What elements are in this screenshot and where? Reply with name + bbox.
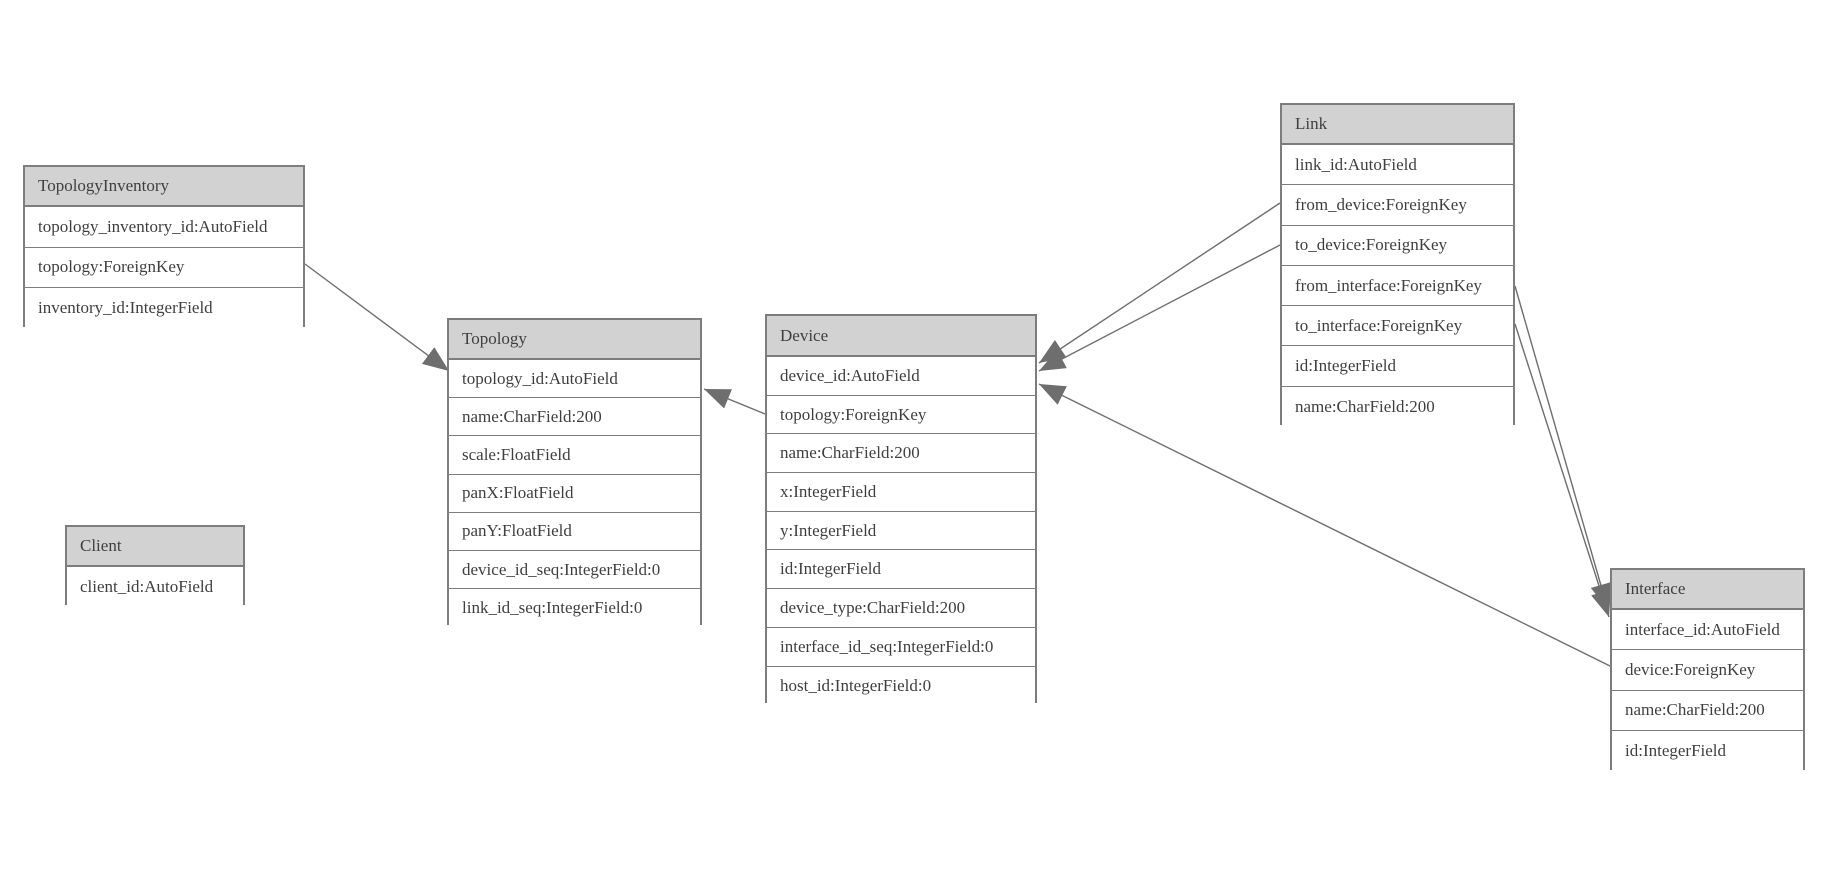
connection-interface-device-to-device [1038, 383, 1611, 667]
field-row: to_device:ForeignKey [1282, 225, 1513, 266]
connection-link-to_device-to-device [1038, 244, 1281, 372]
field-row: name:CharField:200 [1612, 690, 1803, 732]
field-row: y:IntegerField [767, 511, 1035, 551]
entity-title-device: Device [767, 316, 1035, 357]
field-row: from_interface:ForeignKey [1282, 265, 1513, 307]
field-row: host_id:IntegerField:0 [767, 666, 1035, 706]
connection-link-from_interface-to-interface [1514, 285, 1611, 611]
connection-link-to_interface-to-interface [1514, 323, 1611, 618]
field-row: id:IntegerField [1282, 346, 1513, 387]
field-row: device:ForeignKey [1612, 650, 1803, 691]
field-row: inventory_id:IntegerField [25, 288, 303, 329]
field-row: from_device:ForeignKey [1282, 185, 1513, 226]
connection-topologyinventory-topology-to-topology [304, 263, 450, 372]
field-row: topology:ForeignKey [25, 247, 303, 288]
field-row: id:IntegerField [1612, 731, 1803, 772]
entity-title-link: Link [1282, 105, 1513, 145]
field-row: topology_inventory_id:AutoField [25, 207, 303, 248]
field-row: to_interface:ForeignKey [1282, 306, 1513, 347]
field-row: x:IntegerField [767, 473, 1035, 512]
field-row: link_id_seq:IntegerField:0 [449, 589, 700, 628]
field-row: link_id:AutoField [1282, 145, 1513, 186]
connection-device-topology-to-topology [703, 388, 766, 415]
field-row: id:IntegerField [767, 550, 1035, 590]
connections-group [304, 202, 1611, 667]
entity-title-topology: Topology [449, 320, 700, 360]
field-row: device_id:AutoField [767, 357, 1035, 396]
entity-title-topologyinventory: TopologyInventory [25, 167, 303, 207]
field-row: panY:FloatField [449, 512, 700, 551]
field-row: client_id:AutoField [67, 567, 243, 607]
field-row: name:CharField:200 [767, 434, 1035, 474]
entity-title-interface: Interface [1612, 570, 1803, 610]
field-row: topology_id:AutoField [449, 360, 700, 399]
field-row: panX:FloatField [449, 474, 700, 513]
field-row: device_type:CharField:200 [767, 589, 1035, 628]
entity-title-client: Client [67, 527, 243, 567]
field-row: name:CharField:200 [449, 398, 700, 437]
field-row: interface_id_seq:IntegerField:0 [767, 627, 1035, 667]
field-row: scale:FloatField [449, 436, 700, 475]
field-row: device_id_seq:IntegerField:0 [449, 550, 700, 590]
field-row: interface_id:AutoField [1612, 610, 1803, 651]
connection-link-from_device-to-device [1038, 202, 1281, 364]
field-row: name:CharField:200 [1282, 386, 1513, 428]
field-row: topology:ForeignKey [767, 395, 1035, 435]
